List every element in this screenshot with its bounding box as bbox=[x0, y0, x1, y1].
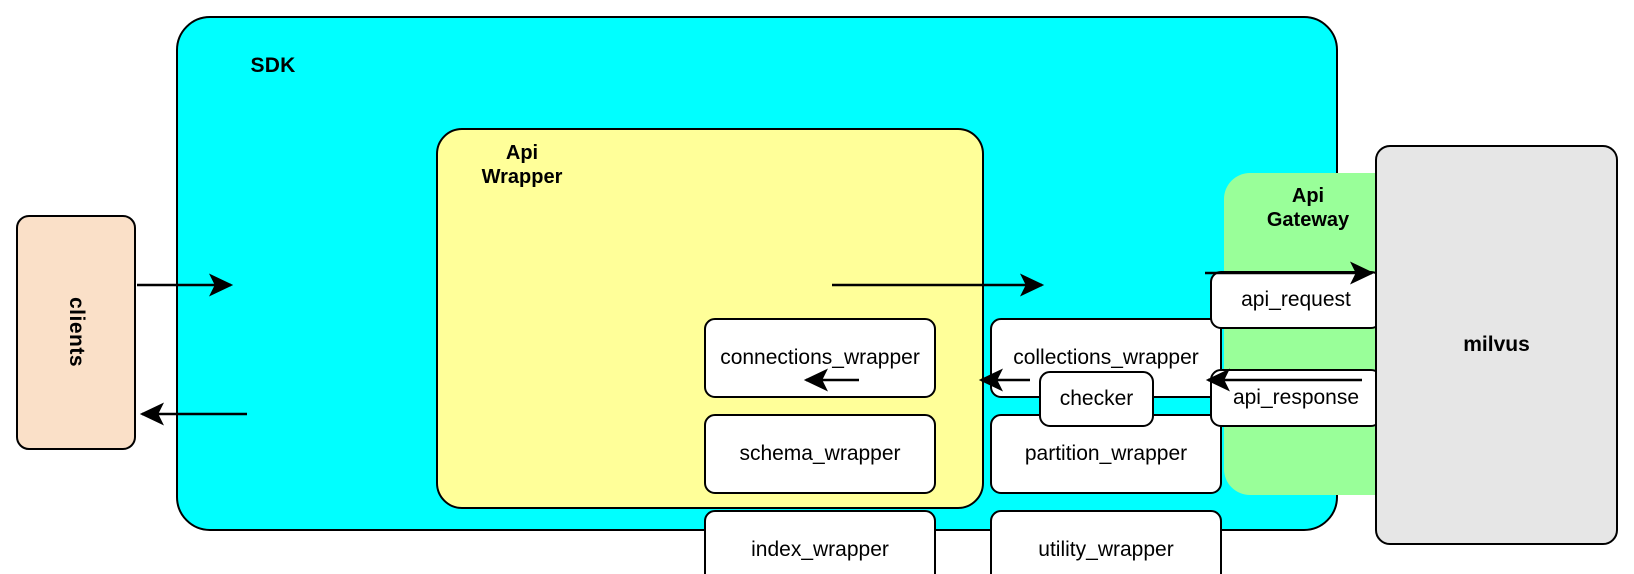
module-label: collections_wrapper bbox=[1013, 346, 1199, 369]
checker-node[interactable]: checker bbox=[1039, 371, 1154, 427]
module-schema-wrapper[interactable]: schema_wrapper bbox=[704, 414, 936, 494]
api-wrapper-container: Api Wrapper connections_wrapper collecti… bbox=[436, 128, 1222, 574]
api-gateway-title-line1: Api bbox=[1291, 185, 1325, 207]
module-index-wrapper[interactable]: index_wrapper bbox=[704, 510, 936, 574]
milvus-node[interactable]: milvus bbox=[1375, 145, 1618, 545]
clients-node[interactable]: clients bbox=[16, 215, 136, 450]
api-response-node[interactable]: api_response bbox=[1210, 369, 1382, 427]
api-request-node[interactable]: api_request bbox=[1210, 271, 1382, 329]
module-label: utility_wrapper bbox=[1038, 538, 1174, 561]
api-response-label: api_response bbox=[1232, 386, 1360, 409]
module-label: index_wrapper bbox=[751, 538, 889, 561]
clients-label: clients bbox=[65, 297, 88, 368]
checker-label: checker bbox=[1059, 387, 1134, 410]
module-label: partition_wrapper bbox=[1024, 442, 1188, 465]
module-connections-wrapper[interactable]: connections_wrapper bbox=[704, 318, 936, 398]
milvus-label: milvus bbox=[1463, 333, 1530, 356]
api-wrapper-title-line1: Api bbox=[505, 142, 539, 164]
sdk-container: SDK Api Wrapper connections_wrapper coll… bbox=[176, 16, 1416, 574]
module-label: connections_wrapper bbox=[720, 346, 920, 369]
module-utility-wrapper[interactable]: utility_wrapper bbox=[990, 510, 1222, 574]
api-gateway-title: Api Gateway bbox=[1224, 185, 1392, 232]
module-partition-wrapper[interactable]: partition_wrapper bbox=[990, 414, 1222, 494]
api-wrapper-title: Api Wrapper bbox=[442, 142, 602, 189]
sdk-title: SDK bbox=[250, 54, 296, 77]
api-request-label: api_request bbox=[1241, 288, 1351, 311]
api-gateway-title-line2: Gateway bbox=[1266, 208, 1350, 231]
module-label: schema_wrapper bbox=[739, 442, 901, 465]
api-wrapper-title-line2: Wrapper bbox=[481, 165, 563, 188]
